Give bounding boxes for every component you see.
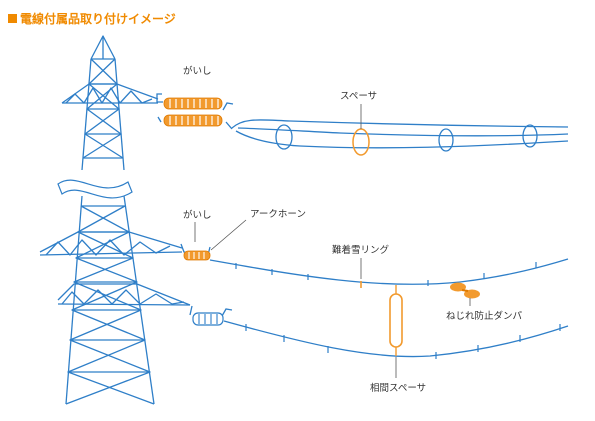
mid-insulator <box>180 243 211 261</box>
mid-conductor-ties <box>235 262 537 286</box>
label-damper: ねじれ防止ダンパ <box>446 310 523 322</box>
spacer-ring <box>352 128 370 156</box>
label-insulator-top: がいし <box>183 65 212 77</box>
lower-conductor <box>223 320 569 358</box>
title-marker-icon <box>8 14 17 23</box>
page-title: 電線付属品取り付けイメージ <box>8 10 176 27</box>
phase-spacer <box>389 285 403 356</box>
lower-conductor-ties <box>245 324 561 359</box>
label-phase-spacer: 相間スペーサ <box>370 382 426 394</box>
top-conductor-bundle <box>231 119 569 152</box>
label-snow-ring: 難着雪リング <box>332 244 390 256</box>
mid-conductor <box>209 258 569 285</box>
top-insulator <box>156 93 234 130</box>
lower-insulator <box>189 305 233 326</box>
transmission-tower <box>39 35 191 405</box>
label-arcing-horn: アークホーン <box>250 209 306 220</box>
damper <box>450 282 480 299</box>
label-insulator-mid: がいし <box>183 209 212 221</box>
label-spacer: スペーサ <box>340 91 377 102</box>
page-title-text: 電線付属品取り付けイメージ <box>20 12 176 26</box>
tower-break-mark <box>57 179 133 199</box>
arcing-horn-leader <box>210 219 247 251</box>
